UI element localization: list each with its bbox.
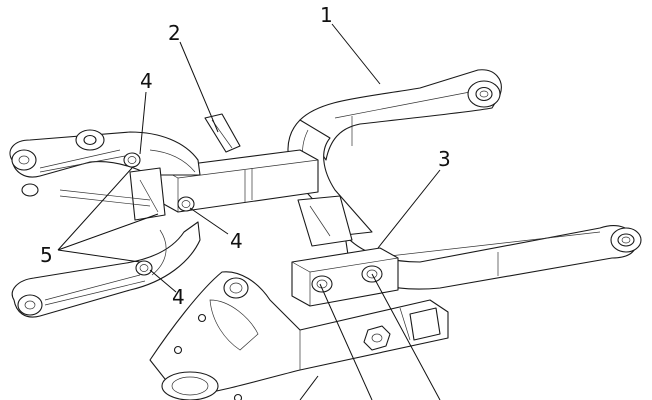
leader-1 [331,23,381,85]
callout-3: 3 [438,147,451,171]
lower-bracket [149,271,449,400]
leader-2 [179,41,219,133]
leader-5a [57,167,133,251]
callout-5: 5 [40,243,53,267]
callout-4-middle: 4 [230,229,243,253]
leader-5b [57,213,159,251]
callout-4-top: 4 [140,69,153,93]
callout-1: 1 [320,3,333,27]
leader-6 [319,283,373,400]
mount-block-part-3 [291,247,399,307]
leader-5c [57,249,141,263]
leader-7 [371,273,441,400]
callouts: 1 2 3 4 4 4 5 [40,3,451,309]
leader-4a [139,91,147,155]
cross-beam-part-2 [159,113,353,247]
callout-2: 2 [168,21,181,45]
leader-lines [57,23,441,400]
left-fork-bracket [9,129,201,318]
leader-4c [149,269,177,293]
callout-4-bottom: 4 [172,285,185,309]
swing-arm-part-1 [287,69,642,290]
leader-3 [377,169,441,249]
leader-4b [189,207,229,235]
leader-8 [299,375,319,400]
